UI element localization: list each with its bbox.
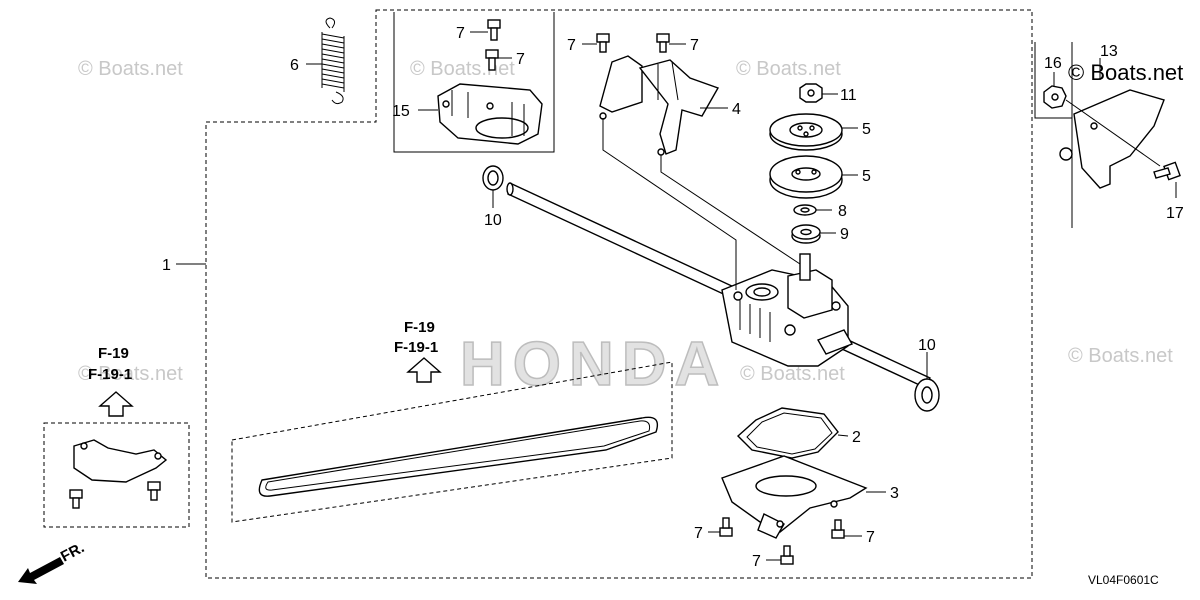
nut-part-16 (1043, 85, 1067, 109)
callout-7c: 7 (567, 37, 576, 54)
gasket-part-2 (736, 407, 839, 459)
honda-logo-watermark: HONDA (460, 330, 727, 399)
callout-15: 15 (392, 103, 410, 120)
seal-part-10-lower (914, 378, 940, 412)
callout-7g: 7 (752, 553, 761, 570)
watermark-text: © Boats.net (740, 363, 845, 385)
front-direction-arrow-icon: FR. (18, 539, 87, 584)
reference-label: F-19-1 (88, 366, 132, 383)
callout-3: 3 (890, 485, 899, 502)
watermark-text: © Boats.net (410, 58, 515, 80)
callout-16: 16 (1044, 55, 1062, 72)
pulley-part-5-upper (769, 113, 843, 151)
bracket-part-4 (599, 55, 720, 156)
plate-part-3 (721, 455, 868, 539)
callout-7a: 7 (456, 25, 465, 42)
callout-7b: 7 (516, 51, 525, 68)
callout-11: 11 (840, 87, 857, 104)
callout-7f: 7 (866, 529, 875, 546)
bolt-part-17 (1153, 161, 1181, 181)
callout-2: 2 (852, 429, 861, 446)
assembly-boundary (205, 9, 1033, 579)
bolt-icon (596, 33, 610, 53)
callout-13: 13 (1100, 43, 1118, 60)
up-arrow-icon (406, 357, 442, 383)
bolt-icon (487, 19, 501, 41)
watermark-text: © Boats.net (1068, 60, 1183, 85)
bracket-part-13 (1059, 89, 1165, 189)
pulley-part-5-lower (769, 155, 843, 199)
reference-label: F-19-1 (394, 339, 438, 356)
watermark-text: © Boats.net (78, 363, 183, 385)
callout-10a: 10 (484, 212, 502, 229)
callout-7e: 7 (694, 525, 703, 542)
watermark-text: © Boats.net (78, 58, 183, 80)
callout-1: 1 (162, 257, 171, 274)
reference-label: F-19 (404, 319, 435, 336)
callout-17: 17 (1166, 205, 1184, 222)
belt-part (258, 416, 659, 497)
callout-4: 4 (732, 101, 741, 118)
gearbox-housing (721, 253, 854, 367)
part-15-box (393, 12, 555, 153)
washer-part-8 (793, 204, 817, 216)
belt-box (231, 361, 673, 523)
callout-labels: 1 2 3 4 5 5 6 7 7 7 7 7 7 7 8 9 10 10 11… (162, 25, 1184, 570)
watermark-text: © Boats.net (1068, 345, 1173, 367)
reference-f19-left: F-19 F-19-1 (88, 345, 132, 383)
watermark-text: © Boats.net (736, 58, 841, 80)
callout-10b: 10 (918, 337, 936, 354)
callout-9: 9 (840, 226, 849, 243)
leader-lines (176, 31, 1177, 561)
callout-5b: 5 (862, 168, 871, 185)
callout-6: 6 (290, 57, 299, 74)
callout-8: 8 (838, 203, 847, 220)
bolt-icon (780, 545, 794, 565)
reference-f19-center: F-19 F-19-1 (394, 319, 438, 356)
up-arrow-icon (98, 391, 134, 417)
part-13-box (1034, 42, 1073, 228)
diagram-code: VL04F0601C (1088, 573, 1159, 587)
seal-part-10-upper (482, 165, 504, 191)
reference-box (43, 422, 190, 528)
callout-5a: 5 (862, 121, 871, 138)
bearing-part-9 (791, 224, 821, 244)
bolt-icon (719, 517, 733, 537)
bolt-icon (831, 519, 845, 539)
bolt-icon (147, 481, 161, 501)
bolt-icon (485, 49, 499, 71)
watermark-group: © Boats.net © Boats.net © Boats.net © Bo… (78, 58, 1183, 400)
cover-part-15 (437, 83, 543, 145)
bolt-icon (69, 489, 83, 509)
reference-label: F-19 (98, 345, 129, 362)
bolt-icon (656, 33, 670, 53)
nut-part-11 (799, 83, 823, 103)
reference-part-bracket (73, 439, 168, 483)
callout-7d: 7 (690, 37, 699, 54)
spring-part-6 (321, 17, 345, 105)
